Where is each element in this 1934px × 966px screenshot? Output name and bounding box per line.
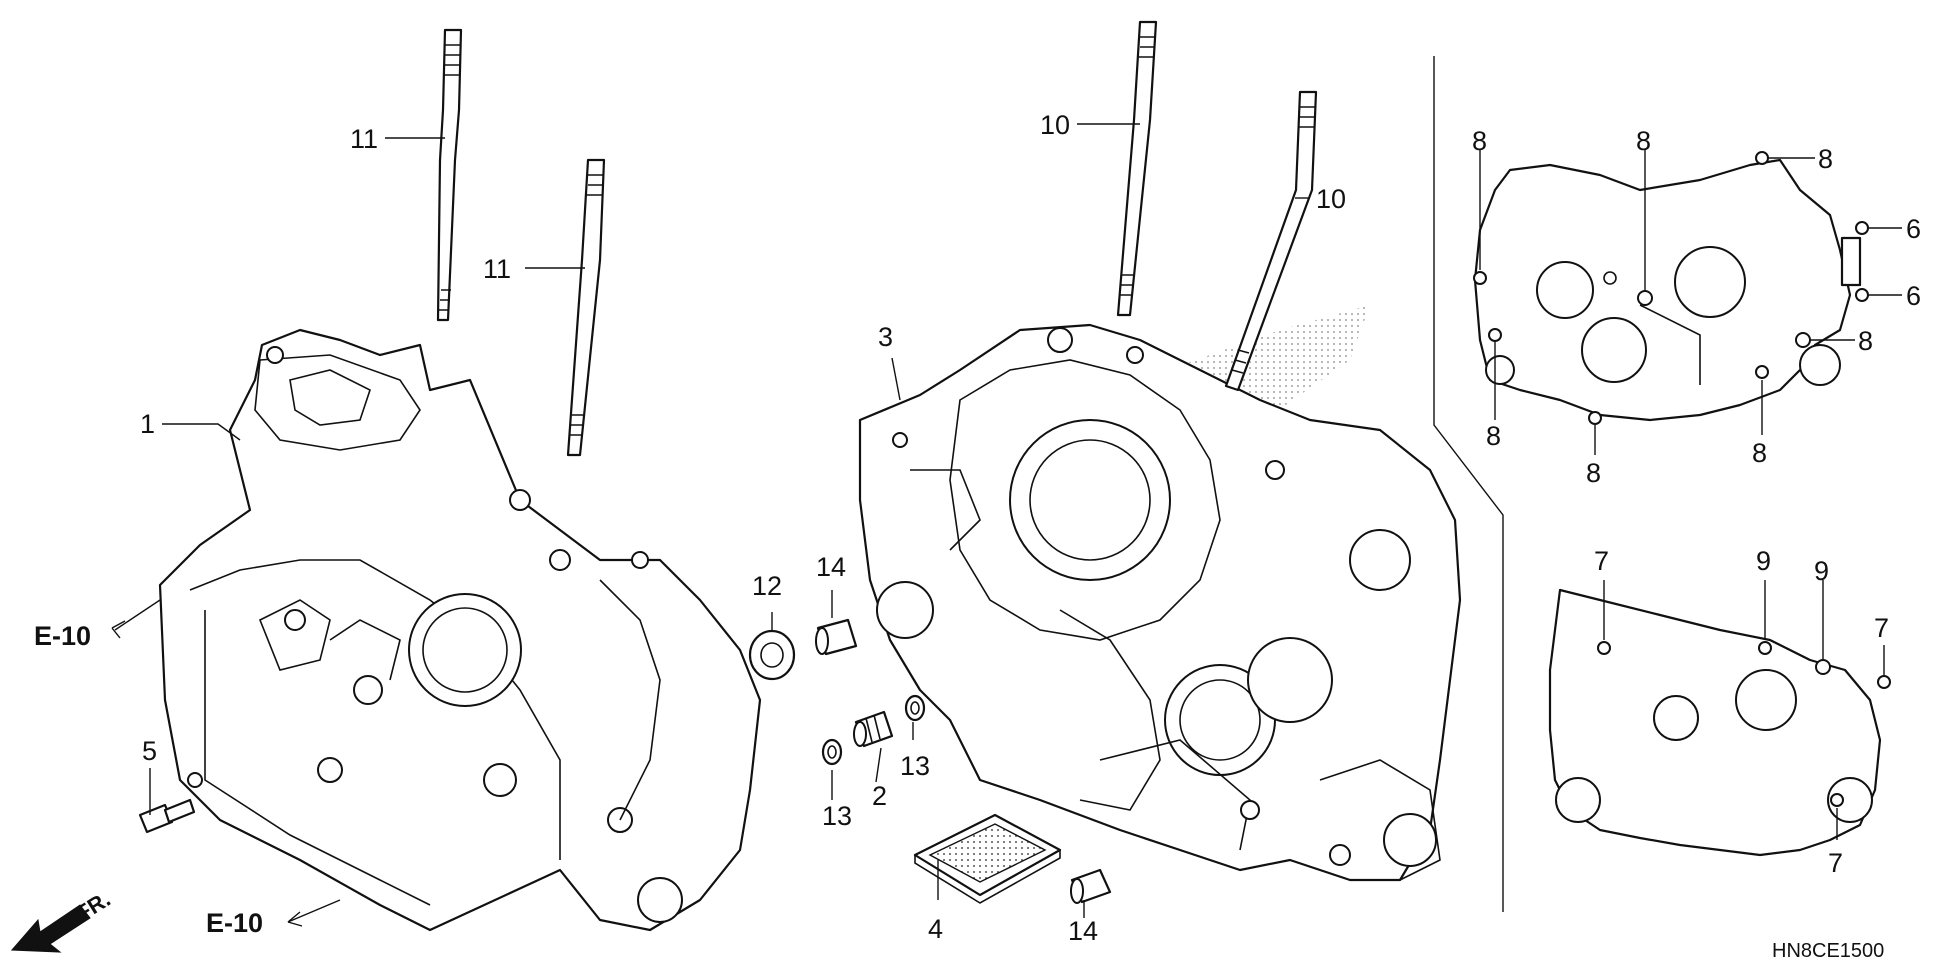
drain-bolt-5	[138, 798, 196, 834]
oil-seal-12	[748, 629, 796, 681]
callout-9-b: 9	[1814, 556, 1829, 586]
callout-8-g: 8	[1752, 438, 1767, 468]
oil-strainer-4	[913, 813, 1062, 904]
orifice-2	[853, 710, 894, 748]
right-case-bolt-layout	[1473, 151, 1869, 425]
callout-4: 4	[928, 914, 943, 944]
callout-14-b: 14	[1068, 916, 1098, 946]
callout-8-f: 8	[1586, 458, 1601, 488]
stud-bolt-10-b	[1224, 90, 1318, 392]
stud-bolt-11-a	[436, 28, 463, 322]
callout-1: 1	[140, 409, 155, 439]
callout-14-a: 14	[816, 552, 846, 582]
dowel-pin-14-lower	[1070, 868, 1112, 904]
left-crankcase-half	[858, 323, 1462, 882]
callout-11-a: 11	[350, 124, 378, 154]
dowel-pin-14-upper	[815, 618, 858, 656]
callout-6-a: 6	[1906, 214, 1921, 244]
leader-lines	[114, 123, 1902, 923]
callout-5: 5	[142, 736, 157, 766]
callout-8-d: 8	[1858, 326, 1873, 356]
callout-10-a: 10	[1040, 110, 1070, 140]
callout-11-b: 11	[483, 254, 511, 284]
callout-13-a: 13	[900, 751, 930, 781]
front-arrow-icon	[10, 904, 91, 953]
callout-13-b: 13	[822, 801, 852, 831]
section-divider	[1433, 56, 1504, 912]
callout-8-b: 8	[1636, 126, 1651, 156]
callout-7-c: 7	[1828, 848, 1843, 878]
diagram-code: HN8CE1500	[1772, 940, 1884, 962]
callout-8-e: 8	[1486, 421, 1501, 451]
callout-8-c: 8	[1818, 144, 1833, 174]
callout-2: 2	[872, 781, 887, 811]
reference-e10-upper: E-10	[34, 621, 91, 651]
reference-e10-lower: E-10	[206, 908, 263, 938]
callout-12: 12	[752, 571, 782, 601]
stud-bolt-10-a	[1116, 20, 1158, 317]
o-ring-13-b	[821, 738, 843, 766]
callout-10-b: 10	[1316, 184, 1346, 214]
callout-7-a: 7	[1594, 546, 1609, 576]
callout-3: 3	[878, 322, 893, 352]
callout-7-b: 7	[1874, 613, 1889, 643]
callout-9-a: 9	[1756, 546, 1771, 576]
reference-arrow-upper	[111, 620, 126, 639]
callouts: 1 11 11 5 3 10 10 12 14 14 2 13 13 4 8 8…	[140, 110, 1921, 946]
callout-8-a: 8	[1472, 126, 1487, 156]
o-ring-13-a	[904, 694, 926, 722]
right-crankcase-half	[158, 328, 762, 932]
reference-arrow-lower	[287, 911, 303, 927]
left-case-bolt-layout	[1548, 588, 1891, 857]
callout-6-b: 6	[1906, 281, 1921, 311]
stud-bolt-11-b	[566, 158, 606, 457]
